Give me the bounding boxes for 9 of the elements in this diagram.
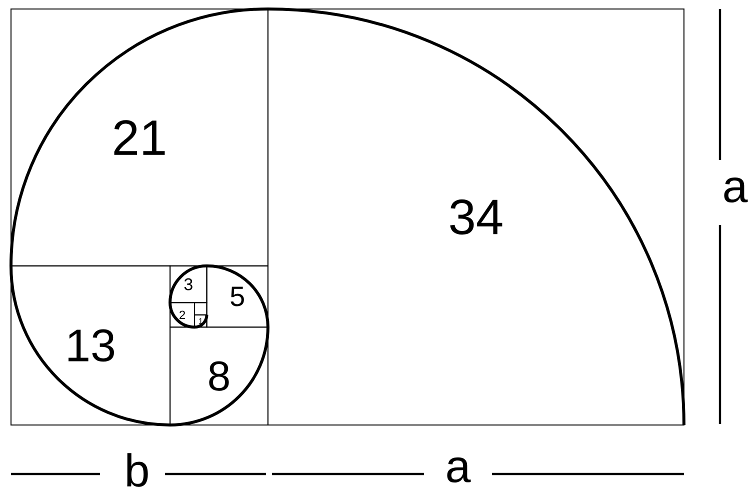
square-box: 13 [10, 265, 171, 426]
square-box: 5 [206, 265, 268, 328]
dimension-label: b [127, 453, 148, 487]
square-box [194, 302, 208, 316]
square-box: 3 [170, 265, 208, 304]
square-box: 21 [10, 8, 268, 266]
square-box: 8 [170, 326, 268, 426]
square-box: 2 [170, 302, 196, 328]
square-box: 34 [267, 8, 684, 426]
